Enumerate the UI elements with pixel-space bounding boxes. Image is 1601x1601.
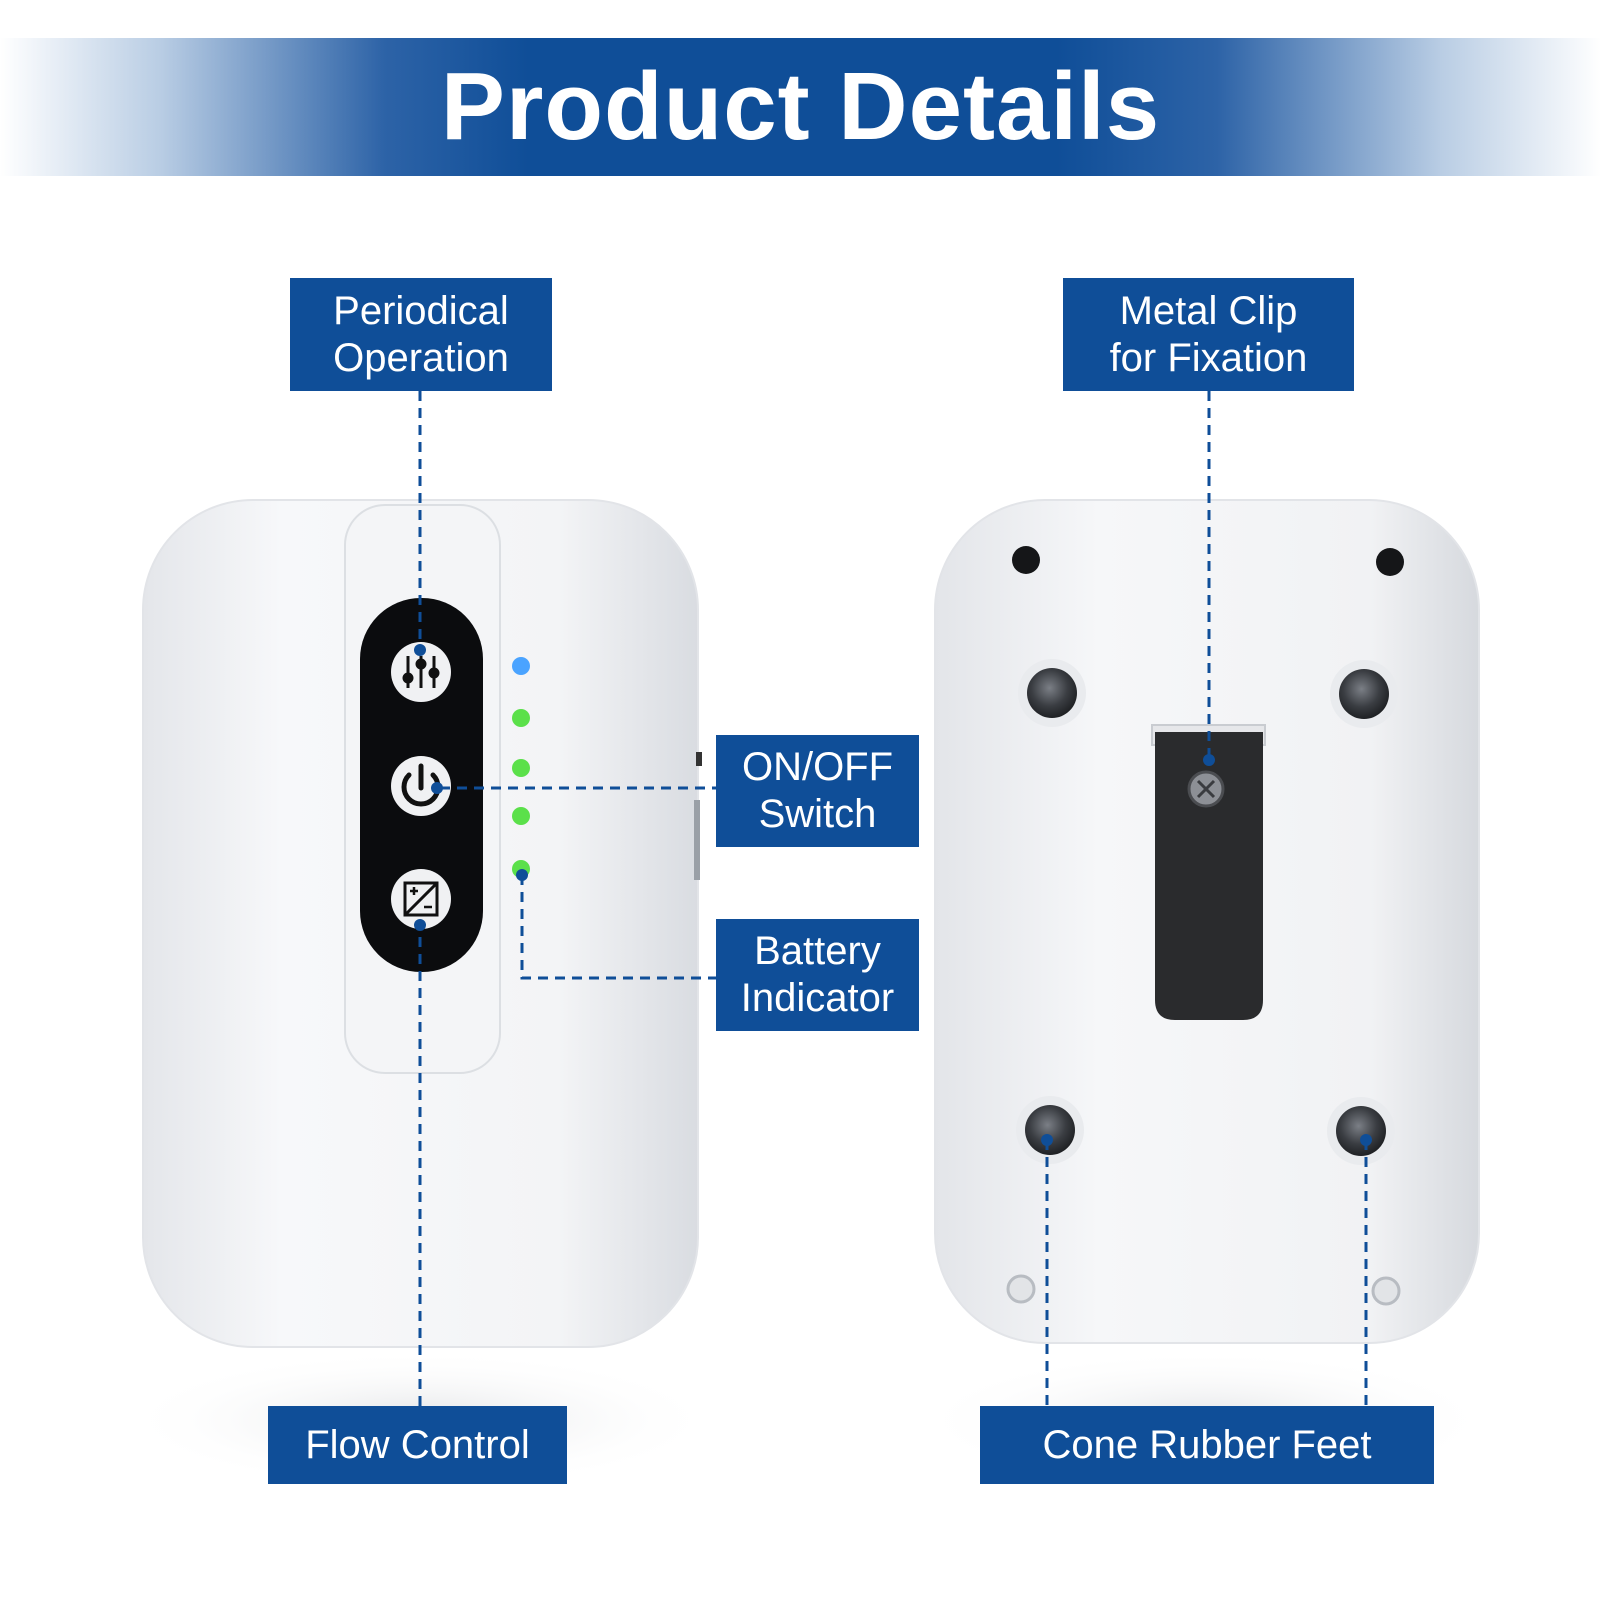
title-banner [0, 38, 1601, 176]
label-line: Periodical [333, 288, 509, 333]
label-line: Flow Control [305, 1422, 530, 1467]
flow-icon [403, 881, 439, 917]
screw-hole [1376, 548, 1404, 576]
rubber-foot [1330, 660, 1398, 728]
sliders-icon [402, 656, 440, 688]
callout-dots [414, 644, 1372, 1146]
flow-button[interactable] [391, 869, 451, 929]
rubber-foot [1327, 1097, 1395, 1165]
battery-leds [512, 657, 530, 878]
label-line: Operation [333, 335, 509, 380]
rubber-foot [1018, 659, 1086, 727]
label-line: for Fixation [1109, 335, 1308, 380]
label-line: Switch [758, 792, 877, 836]
label-flow-control: Flow Control [268, 1406, 567, 1484]
led-blue [512, 657, 530, 675]
rubber-foot [1016, 1096, 1084, 1164]
label-line: ON/OFF [741, 745, 894, 789]
label-periodical-operation: Periodical Operation [290, 278, 552, 391]
label-line: Metal Clip [1119, 288, 1298, 333]
metal-clip [1151, 724, 1266, 1020]
screw-hole [1006, 1274, 1036, 1304]
label-metal-clip: Metal Clip for Fixation [1063, 278, 1354, 391]
page-title: Product Details [440, 53, 1161, 160]
screw-hole [1012, 546, 1040, 574]
label-line: Cone Rubber Feet [1042, 1422, 1372, 1467]
screw-hole [1371, 1276, 1401, 1306]
sliders-button[interactable] [391, 642, 451, 702]
label-on-off-switch: ON/OFF Switch [716, 735, 919, 847]
back-device [915, 499, 1495, 1490]
label-battery-indicator: Battery Indicator [716, 919, 919, 1031]
callout-lines [418, 391, 1368, 1406]
led-green-3 [512, 807, 530, 825]
led-green-2 [512, 759, 530, 777]
label-line: Indicator [740, 976, 895, 1020]
label-line: Battery [754, 929, 881, 973]
label-cone-rubber-feet: Cone Rubber Feet [980, 1406, 1434, 1484]
led-green-1 [512, 709, 530, 727]
